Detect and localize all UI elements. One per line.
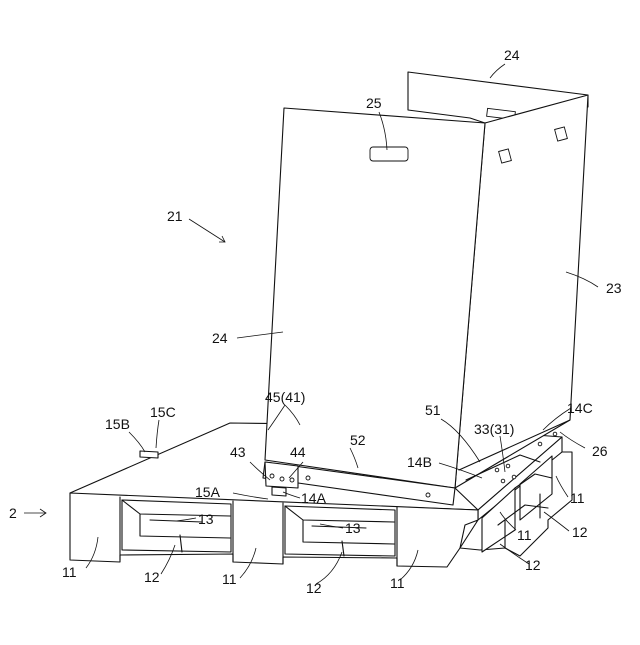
label-15b: 15B [105,416,130,432]
label-15a: 15A [195,484,221,500]
label-45-41: 45(41) [265,389,305,405]
label-51: 51 [425,402,441,418]
label-11-center: 11 [222,571,237,587]
label-12-right-upper: 12 [572,524,588,540]
label-14c: 14C [567,400,593,416]
latch-15a [272,487,286,496]
front-opening-left [122,500,231,552]
label-13-b: 13 [345,520,361,536]
front-opening-center [285,506,395,556]
label-15c: 15C [150,404,176,420]
label-52: 52 [350,432,366,448]
label-23: 23 [606,280,622,296]
label-11-right-mid: 11 [517,527,532,543]
label-13-a: 13 [198,511,214,527]
label-11-left: 11 [62,564,77,580]
label-25: 25 [366,95,382,111]
label-14b: 14B [407,454,432,470]
label-26: 26 [592,443,608,459]
label-14a: 14A [301,490,327,506]
handle-25 [370,147,408,161]
label-12-left: 12 [144,569,160,585]
label-43: 43 [230,444,246,460]
front-panel-24 [265,108,485,488]
label-11-right-upper: 11 [570,490,585,506]
hook-15c [140,451,158,458]
label-11-front-right: 11 [390,575,405,591]
label-12-center: 12 [306,580,322,596]
label-21: 21 [167,208,183,224]
label-2: 2 [9,505,17,521]
label-24-left: 24 [212,330,228,346]
label-24-top: 24 [504,47,520,63]
label-12-right-lower: 12 [525,557,541,573]
label-33-31: 33(31) [474,421,514,437]
label-44: 44 [290,444,306,460]
